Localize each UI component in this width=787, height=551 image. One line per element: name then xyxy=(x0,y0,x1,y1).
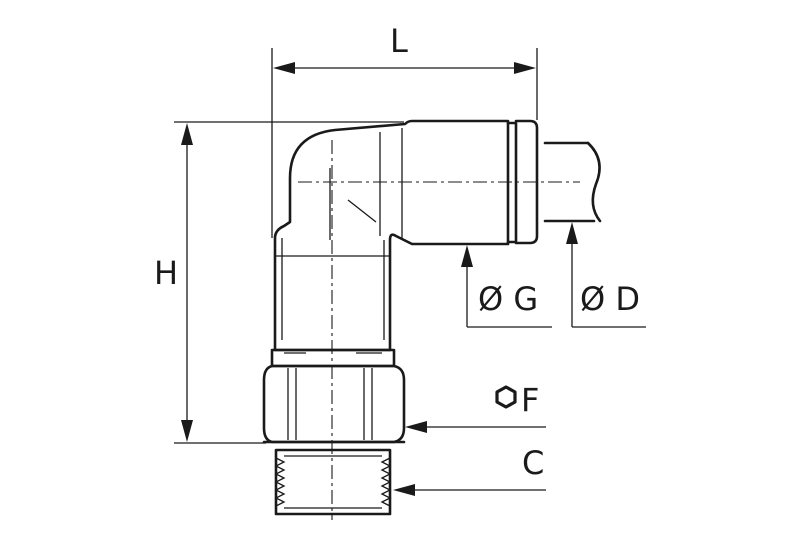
dimension-l-label: L xyxy=(390,22,408,60)
fitting-body xyxy=(270,119,539,368)
hexagon-icon xyxy=(495,385,517,409)
dimension-d-label: Ø D xyxy=(580,280,640,318)
dimension-l: L xyxy=(271,22,538,238)
dimension-f: F xyxy=(405,381,546,433)
dimension-g-label: Ø G xyxy=(478,280,538,318)
dimension-d: Ø D xyxy=(566,222,646,328)
dimension-h: H xyxy=(154,121,404,444)
thread xyxy=(274,448,392,516)
dimension-g: Ø G xyxy=(461,245,552,328)
dimension-c: C xyxy=(393,444,546,496)
center-lines xyxy=(298,140,580,520)
tube xyxy=(543,141,602,223)
dimension-f-label: F xyxy=(521,381,539,419)
hex-nut xyxy=(262,364,406,444)
dimension-h-label: H xyxy=(154,254,178,292)
dimension-c-label: C xyxy=(522,444,544,482)
